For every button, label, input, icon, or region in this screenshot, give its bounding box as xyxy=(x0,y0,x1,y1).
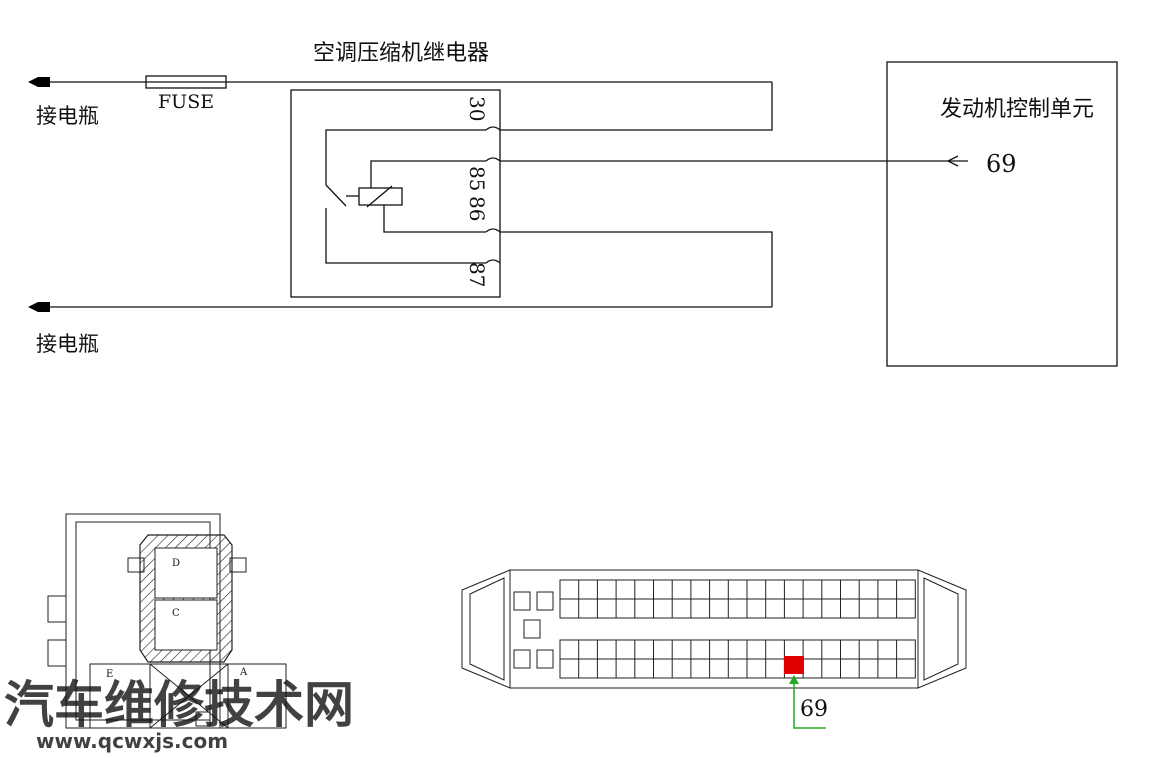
switch-blade xyxy=(325,184,347,207)
pin-label-30: 30 xyxy=(465,96,489,121)
ecu-pin-label: 69 xyxy=(986,150,1017,178)
switch-lower-contact xyxy=(325,208,486,264)
relay-title: 空调压缩机继电器 xyxy=(313,41,489,66)
wire-pin86-ground xyxy=(500,231,773,307)
connector-pin-label: 69 xyxy=(800,697,828,722)
battery-label-bottom: 接电瓶 xyxy=(36,332,99,356)
watermark-text: 汽车维修技术网 xyxy=(4,676,354,734)
pin-69-pointer-line xyxy=(793,676,826,729)
connector-pin-grid xyxy=(559,579,916,679)
coil-diagonal xyxy=(366,185,393,208)
pin30-hook xyxy=(485,126,501,131)
battery-terminal-top xyxy=(28,77,50,87)
connector-pin-69-highlight xyxy=(784,656,804,674)
socket-label-a: A xyxy=(239,667,248,678)
socket-label-d: D xyxy=(172,558,180,569)
pin-label-86: 86 xyxy=(465,196,489,221)
switch-upper-contact xyxy=(325,129,486,185)
wire-coil-85 xyxy=(370,160,486,188)
wire-coil-86 xyxy=(383,205,486,233)
pin-label-87: 87 xyxy=(465,262,489,287)
pin-69-pointer-arrow xyxy=(789,675,799,684)
socket-label-e: E xyxy=(106,669,113,680)
wire-pin30 xyxy=(500,82,773,131)
pin85-hook xyxy=(485,157,501,162)
pin87-hook xyxy=(485,259,501,264)
socket-label-c: C xyxy=(172,608,180,619)
pin86-hook xyxy=(485,228,501,233)
relay-socket xyxy=(47,513,287,729)
ecu-connector xyxy=(461,569,967,689)
ecu-title: 发动机控制单元 xyxy=(940,97,1094,122)
fuse-label: FUSE xyxy=(158,91,214,113)
relay-box xyxy=(290,89,501,298)
ecu-box xyxy=(886,61,1118,367)
watermark-url: www.qcwxjs.com xyxy=(36,729,228,753)
pin-label-85: 85 xyxy=(465,166,489,191)
battery-terminal-bottom xyxy=(28,302,50,312)
ecu-pin-arrow xyxy=(946,155,959,167)
battery-label-top: 接电瓶 xyxy=(36,104,99,128)
